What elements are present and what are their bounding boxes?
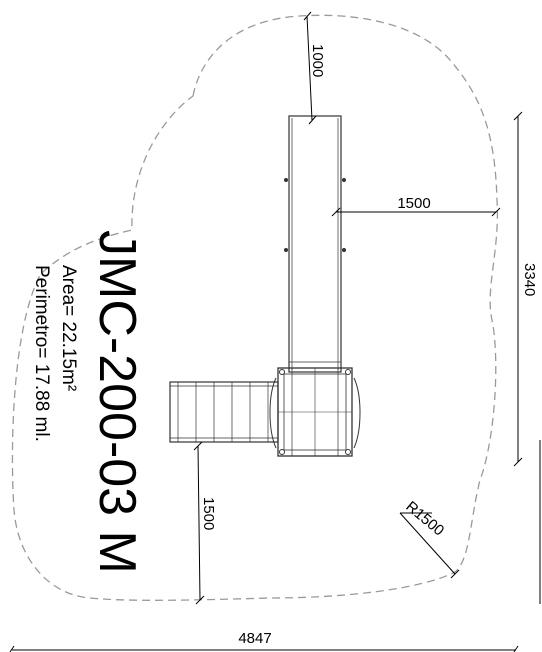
dim-radius-label: R1500 — [402, 498, 447, 539]
drawing-code: JMC-200-03 M — [88, 230, 146, 574]
dim-line-top — [306, 15, 313, 121]
dim-height-label: 3340 — [521, 263, 538, 296]
dimension-lines — [9, 11, 541, 652]
dim-line-radius — [399, 512, 456, 575]
central-tower — [269, 367, 361, 457]
horizontal-ladder — [169, 381, 279, 443]
safety-zone-outline — [11, 14, 499, 601]
dim-top-label: 1000 — [309, 44, 326, 77]
area-label: Area= 22.15m² — [58, 265, 79, 391]
dim-offset-label: 1500 — [397, 195, 430, 212]
dim-width-label: 4847 — [238, 630, 271, 647]
dim-bottom-left-label: 1500 — [200, 497, 217, 530]
vertical-platform — [284, 115, 346, 373]
dim-line-bottom-left — [197, 445, 201, 601]
perimeter-label: Perimetro= 17.88 ml. — [31, 265, 52, 442]
